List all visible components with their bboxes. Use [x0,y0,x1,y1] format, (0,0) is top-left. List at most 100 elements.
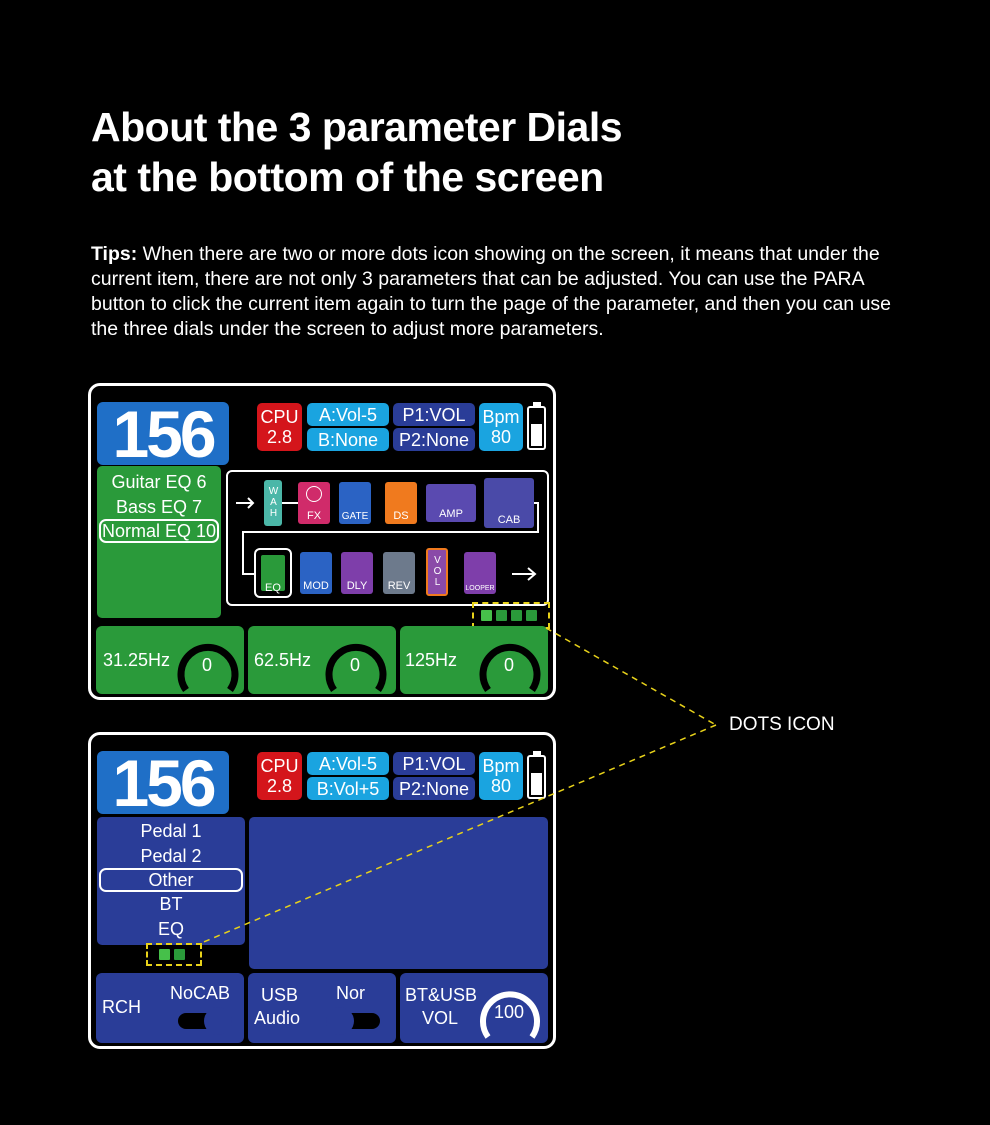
fx-label: FX [306,510,322,522]
dial-2-label: 62.5Hz [254,650,312,670]
wah-label: WAH [268,485,279,519]
list-item[interactable]: Guitar EQ 6 [111,472,207,492]
dial-3-label: 125Hz [405,650,458,670]
rch-label: RCH [102,997,141,1017]
amp-label: AMP [439,508,463,520]
rev-module[interactable]: REV [383,552,415,594]
dial-3-value: 0 [504,655,515,675]
mod-module[interactable]: MOD [300,552,332,594]
title-line-2: at the bottom of the screen [91,154,604,200]
cpu-value: 2.8 [266,776,293,796]
vol-value: 100 [494,1002,525,1022]
dots-icon [481,610,537,621]
p1-slot: P1:VOL [393,752,475,775]
b-slot: B:None [307,428,389,451]
looper-label: LOOPER [465,585,495,592]
dial-rch[interactable]: RCH NoCAB [96,973,244,1043]
list-item[interactable]: EQ [157,918,184,939]
dot [174,949,185,960]
dial-usb-audio[interactable]: USB Audio Nor [248,973,396,1043]
ds-module[interactable]: DS [385,482,417,524]
volume-arc [480,991,540,1039]
mod-label: MOD [303,580,329,592]
toggle-knob [204,1007,232,1035]
a-slot: A:Vol-5 [307,752,389,775]
vol-label: VOL [432,554,443,588]
tips-label: Tips: [91,243,138,265]
bpm-number: 156 [112,745,216,820]
amp-module[interactable]: AMP [426,484,476,522]
eq-label: EQ [265,582,281,594]
dial-2-arc [325,643,387,693]
eq-module-selected[interactable]: EQ [254,548,292,598]
list-item[interactable]: BT [159,894,183,914]
dial-2[interactable]: 62.5Hz 0 [248,626,396,694]
list-item[interactable]: Pedal 1 [140,821,202,841]
p1-slot: P1:VOL [393,403,475,426]
ds-label: DS [393,510,409,522]
usb-label: USB [261,985,299,1005]
bpm-label: Bpm [482,407,520,427]
tips-paragraph: Tips: When there are two or more dots ic… [91,242,911,342]
fx-icon [306,486,322,502]
dial-3-arc [479,643,541,693]
list-item-selected[interactable]: Other [99,868,243,892]
gate-module[interactable]: GATE [339,482,371,524]
dial-1-arc [177,643,239,693]
audio-label: Audio [254,1008,301,1028]
dial-volume[interactable]: BT&USB VOL 100 [400,973,548,1043]
bpm-label: Bpm [482,756,520,776]
p2-slot: P2:None [393,428,475,451]
dial-1[interactable]: 31.25Hz 0 [96,626,244,694]
dot [511,610,522,621]
settings-list: Pedal 1 Pedal 2 Other BT EQ [97,817,245,945]
dot [496,610,507,621]
dot-active [159,949,170,960]
list-item[interactable]: Bass EQ 7 [115,496,203,517]
dots-highlight [146,943,202,966]
dot [526,610,537,621]
dial-3[interactable]: 125Hz 0 [400,626,548,694]
list-item[interactable]: Pedal 2 [140,845,202,866]
bpm-display: 156 [97,397,229,471]
wah-module[interactable]: WAH [264,480,282,526]
dly-module[interactable]: DLY [341,552,373,594]
battery-icon [527,751,546,799]
chain-lines [236,497,539,581]
bpm-value: 80 [490,776,512,796]
gate-label: GATE [341,511,369,522]
rev-label: REV [387,580,411,592]
cpu-label: CPU [260,756,299,776]
nor-label: Nor [336,983,366,1003]
content-panel [249,817,548,969]
bpm-number: 156 [112,396,216,471]
dots-icon [159,949,185,960]
fx-module[interactable]: FX [298,482,330,524]
rch-toggle[interactable] [178,1007,232,1035]
looper-module[interactable]: LOOPER [464,552,496,594]
dial-2-value: 0 [350,655,361,675]
nocab-label: NoCAB [170,983,231,1003]
cab-module[interactable]: CAB [484,478,534,528]
signal-chain: WAH FX GATE DS AMP CAB EQ MOD DLY REV VO… [226,470,549,606]
dly-label: DLY [346,580,368,592]
list-item-selected[interactable]: Normal EQ 10 [99,519,219,543]
usb-toggle[interactable] [326,1007,380,1035]
page-title: About the 3 parameter Dials at the botto… [91,102,623,202]
tips-text: When there are two or more dots icon sho… [91,243,892,340]
bpm-value: 80 [490,427,512,447]
vol-module[interactable]: VOL [426,548,448,596]
cpu-value: 2.8 [266,427,293,447]
dots-icon-callout: DOTS ICON [729,714,835,735]
dot-active [481,610,492,621]
cpu-label: CPU [260,407,299,427]
dial-1-label: 31.25Hz [103,650,171,670]
battery-icon [527,402,546,450]
